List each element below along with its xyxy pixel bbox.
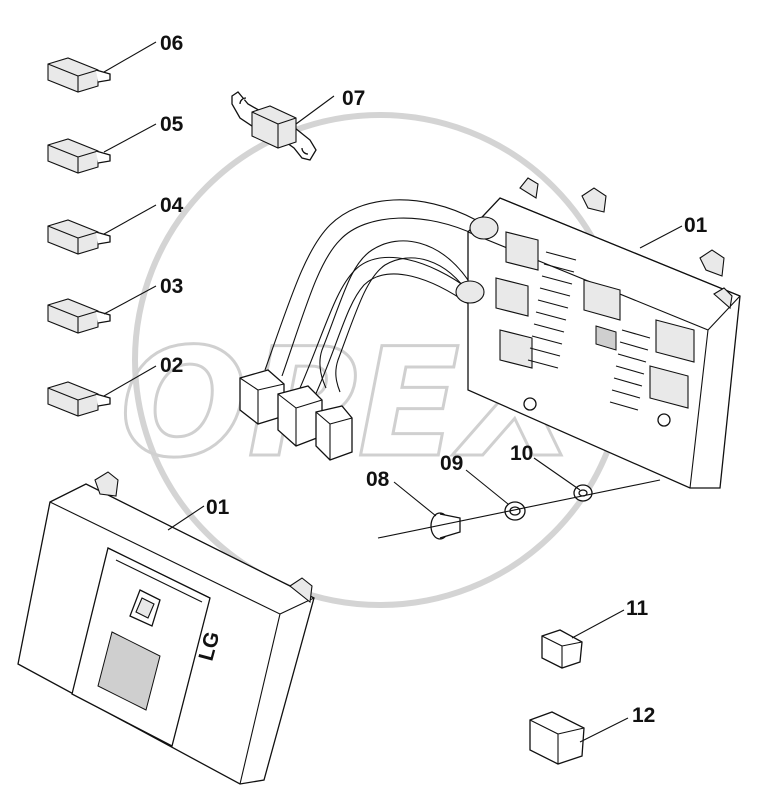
fuse-02 (47, 381, 111, 417)
label-11: 11 (626, 597, 649, 620)
relay-box-closed: LG (17, 471, 315, 785)
label-12: 12 (632, 704, 655, 727)
fuse-05 (47, 138, 111, 174)
fuse-03 (47, 298, 111, 334)
label-01-top: 01 (684, 214, 708, 237)
label-08: 08 (366, 468, 390, 491)
relay-11 (541, 629, 583, 669)
label-09: 09 (440, 452, 463, 475)
label-05: 05 (160, 113, 184, 136)
assembly-axis-line (377, 479, 661, 539)
wire-harness (239, 199, 479, 461)
label-04: 04 (160, 194, 184, 217)
label-07: 07 (342, 87, 365, 110)
leader-lines (103, 41, 683, 743)
fuse-04 (47, 219, 111, 255)
screw-08 (430, 512, 461, 540)
strip-fuse-07 (231, 91, 317, 161)
fuse-06 (47, 57, 111, 93)
relay-box-open (455, 177, 741, 489)
label-06: 06 (160, 32, 183, 55)
label-10: 10 (510, 442, 533, 465)
relay-12 (529, 711, 585, 765)
label-03: 03 (160, 275, 183, 298)
label-02: 02 (160, 354, 183, 377)
label-01-bottom: 01 (206, 496, 230, 519)
